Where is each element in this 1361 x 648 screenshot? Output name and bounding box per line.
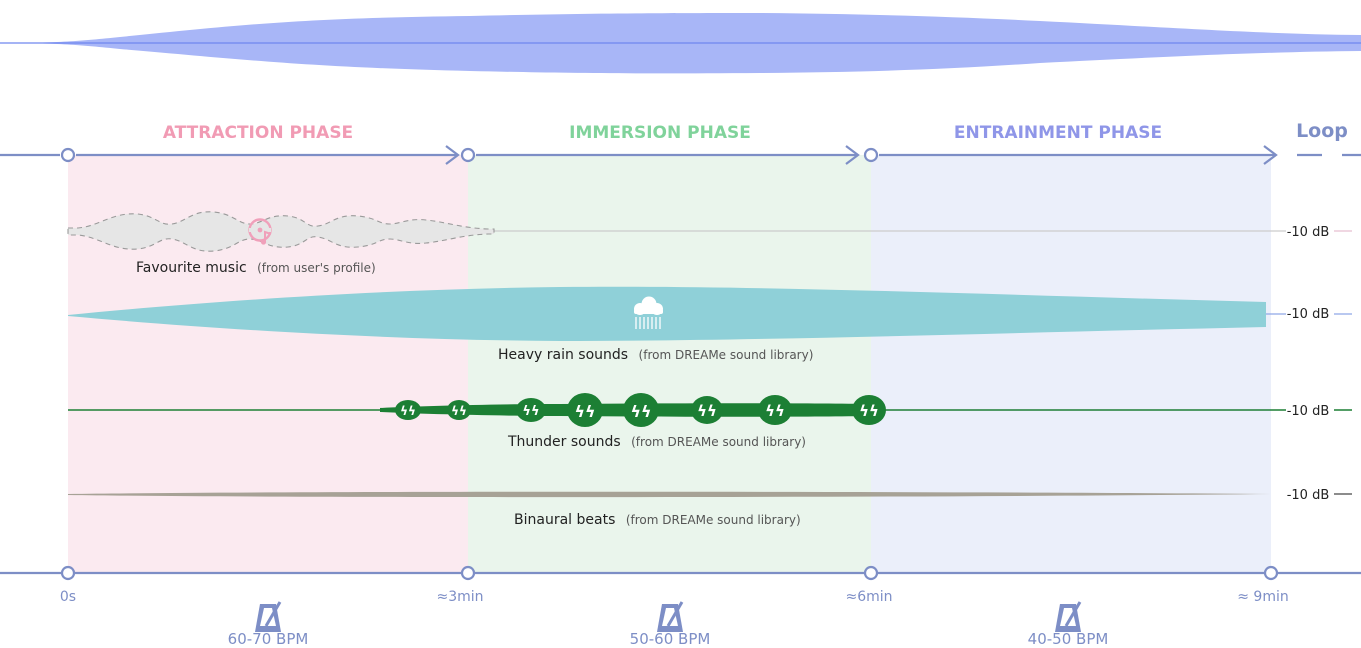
rain-waveform	[68, 286, 1266, 341]
music-waveform	[67, 211, 495, 252]
rain-track-source: (from DREAMe sound library)	[639, 348, 814, 362]
thunder-track-name: Thunder sounds	[507, 434, 621, 450]
lightning-icon: ϟϟ	[630, 402, 651, 421]
time-label-9min: ≈ 9min	[1237, 589, 1289, 605]
entrainment-phase-panel	[871, 155, 1271, 573]
bpm-label-attraction: 60-70 BPM	[228, 630, 309, 648]
time-marker	[460, 565, 476, 581]
time-marker	[863, 565, 879, 581]
entrainment-phase-title: ENTRAINMENT PHASE	[954, 123, 1162, 143]
music-level-label: -10 dB	[1287, 225, 1330, 240]
loop-title: Loop	[1296, 120, 1348, 142]
attraction-phase-title: ATTRACTION PHASE	[163, 123, 353, 143]
thunder-burst	[567, 393, 603, 427]
thunder-burst	[852, 395, 886, 425]
binaural-waveform	[68, 491, 1272, 498]
immersion-phase-panel	[468, 155, 871, 573]
timeline-markers	[60, 565, 1279, 581]
thunder-burst	[395, 400, 421, 420]
phase-marker	[60, 147, 76, 163]
bpm-label-immersion: 50-60 BPM	[630, 630, 711, 648]
phase-marker	[460, 147, 476, 163]
binaural-track-source: (from DREAMe sound library)	[626, 513, 801, 527]
metronome-icon	[657, 601, 684, 632]
music-track-caption: Favourite music (from user's profile)	[136, 259, 376, 276]
lightning-icon: ϟϟ	[859, 402, 879, 420]
binaural-track-name: Binaural beats	[514, 512, 615, 528]
music-track-name: Favourite music	[136, 260, 247, 276]
music-disc-icon	[248, 218, 272, 245]
phase-arrow-line	[0, 145, 1361, 165]
thunder-track-source: (from DREAMe sound library)	[631, 435, 806, 449]
lightning-icons: ϟϟ ϟϟ ϟϟ ϟϟ ϟϟ ϟϟ ϟϟ ϟϟ	[400, 402, 879, 421]
time-label-6min: ≈6min	[845, 589, 892, 605]
time-marker	[1263, 565, 1279, 581]
thunder-track-caption: Thunder sounds (from DREAMe sound librar…	[507, 433, 806, 450]
lightning-icon: ϟϟ	[400, 404, 416, 418]
metronome-icon	[255, 601, 282, 632]
immersion-phase-title: IMMERSION PHASE	[569, 123, 751, 143]
lightning-icon: ϟϟ	[522, 404, 539, 419]
lightning-icon: ϟϟ	[697, 402, 717, 420]
lightning-icon: ϟϟ	[574, 402, 595, 421]
rain-cloud-icon	[634, 296, 663, 329]
music-track-source: (from user's profile)	[257, 261, 376, 275]
thunder-burst	[447, 400, 471, 420]
time-label-start: 0s	[60, 589, 76, 605]
time-marker	[60, 565, 76, 581]
thunder-burst	[758, 395, 792, 425]
rain-level-label: -10 dB	[1287, 307, 1330, 322]
lightning-icon: ϟϟ	[451, 404, 467, 418]
binaural-track-caption: Binaural beats (from DREAMe sound librar…	[514, 511, 801, 528]
time-label-3min: ≈3min	[436, 589, 483, 605]
bpm-label-entrainment: 40-50 BPM	[1028, 630, 1109, 648]
binaural-level-label: -10 dB	[1287, 488, 1330, 503]
thunder-level-label: -10 dB	[1287, 404, 1330, 419]
rain-track-caption: Heavy rain sounds (from DREAMe sound lib…	[498, 346, 813, 363]
thunder-burst	[516, 398, 546, 422]
lightning-icon: ϟϟ	[765, 402, 785, 420]
phase-markers	[60, 147, 879, 163]
thunder-bursts	[395, 393, 886, 427]
metronome-icon	[1055, 601, 1082, 632]
thunder-burst	[623, 393, 659, 427]
thunder-burst	[691, 396, 723, 424]
phase-marker	[863, 147, 879, 163]
rain-track-name: Heavy rain sounds	[498, 347, 628, 363]
